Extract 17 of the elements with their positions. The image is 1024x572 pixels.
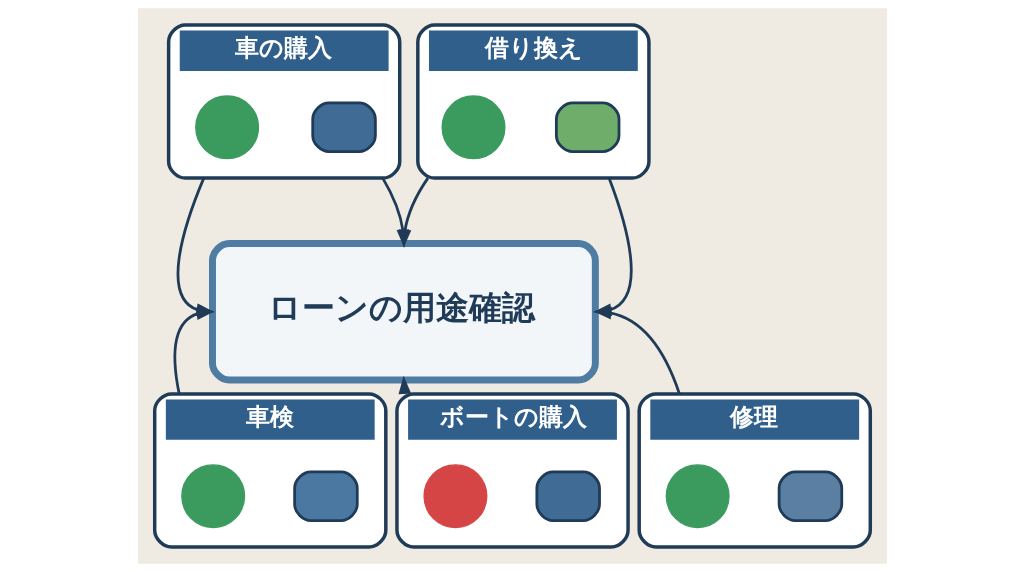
cluster: 車の購入 [166,23,401,180]
arrow [592,306,681,395]
node-circle [441,95,506,160]
node-circle [194,95,259,160]
cluster: 車検 [152,392,388,549]
node-box [777,470,843,522]
node-box [554,101,620,154]
node-circle [665,464,730,529]
node-box [292,470,359,522]
node-box [310,101,377,154]
node-circle [180,464,245,529]
cluster: 修理 [636,392,872,549]
node-box [534,470,601,522]
node-circle [422,464,487,529]
node-box: ローンの用途確認 [208,240,599,384]
arrow [173,307,215,395]
cluster: 借り換え [415,23,651,180]
